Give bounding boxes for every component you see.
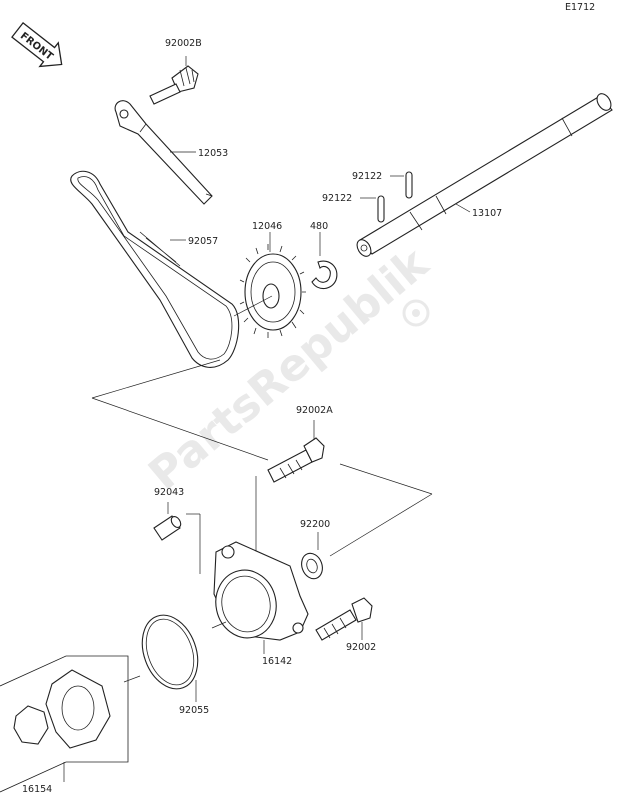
pin-92122-upper <box>405 171 413 199</box>
label-16142: 16142 <box>262 656 292 667</box>
bolt-92002 <box>315 597 373 641</box>
chain-92057 <box>70 170 240 368</box>
label-92057: 92057 <box>188 236 218 247</box>
label-92002: 92002 <box>346 642 376 653</box>
sprocket-12046 <box>239 244 306 338</box>
front-arrow-icon: FRONT <box>11 21 63 68</box>
label-92002a: 92002A <box>296 405 333 416</box>
page-code: E1712 <box>565 2 595 13</box>
label-13107: 13107 <box>472 208 502 219</box>
bolt-92002b <box>149 65 199 105</box>
label-92002b: 92002B <box>165 38 202 49</box>
washer-92200 <box>301 552 323 580</box>
bolt-92002a <box>267 437 325 483</box>
circlip-480 <box>311 260 338 290</box>
label-12053: 12053 <box>198 148 228 159</box>
watermark-gear-icon <box>402 299 430 327</box>
pump-body-16142 <box>213 541 309 641</box>
label-92200: 92200 <box>300 519 330 530</box>
shaft-13107 <box>356 93 613 257</box>
pin-92122-lower <box>377 195 385 223</box>
lever-12053 <box>114 100 213 205</box>
label-16154: 16154 <box>22 784 52 795</box>
label-92122-lower: 92122 <box>322 193 352 204</box>
label-92043: 92043 <box>154 487 184 498</box>
oring-92055 <box>141 614 199 690</box>
label-92055: 92055 <box>179 705 209 716</box>
label-480: 480 <box>310 221 328 232</box>
label-92122-upper: 92122 <box>352 171 382 182</box>
rotor-set-16154 <box>0 655 129 793</box>
label-12046: 12046 <box>252 221 282 232</box>
dowel-92043 <box>153 515 182 541</box>
